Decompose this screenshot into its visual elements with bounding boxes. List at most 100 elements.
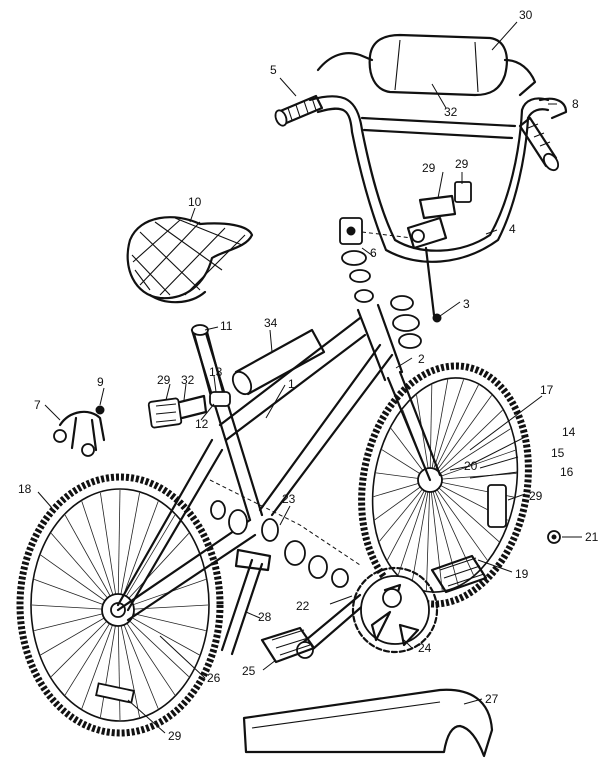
callout-19: 19: [515, 567, 529, 581]
spoke-reflector: [487, 484, 507, 528]
kickstand: [220, 558, 264, 656]
chain-stay: [116, 518, 252, 612]
leader-lines: [37, 21, 582, 734]
crank-arm: [298, 593, 368, 657]
spoke: [411, 479, 431, 586]
callout-labels: 30 5 8 32 29 29 4 10 6 3 11 34 2 1 9 7 2…: [18, 8, 599, 743]
callout-12: 12: [195, 417, 209, 431]
spoke: [429, 379, 449, 481]
callout-20: 20: [464, 459, 478, 473]
spoke: [429, 479, 443, 591]
callout-29-wheel: 29: [168, 729, 182, 743]
callout-32-top: 32: [444, 105, 458, 119]
crossbar: [360, 116, 517, 140]
spoke: [64, 514, 119, 611]
spoke: [379, 479, 431, 542]
spoke: [429, 473, 517, 481]
callout-29-bar: 29: [455, 157, 469, 171]
right-grip: [518, 97, 568, 172]
spoke: [429, 479, 488, 561]
spoke: [117, 609, 140, 718]
bottom-bracket: [209, 479, 361, 588]
callout-30: 29: [422, 161, 436, 175]
spoke: [100, 609, 119, 718]
down-tube: [258, 343, 382, 512]
spoke: [429, 384, 433, 481]
spoke: [81, 501, 119, 611]
handlebar: [308, 95, 550, 263]
callout-25: 25: [242, 664, 256, 678]
front-tire: [358, 362, 532, 608]
spoke: [429, 449, 516, 481]
spoke: [429, 409, 503, 481]
callout-2: 2: [418, 352, 425, 366]
callout-27: 27: [485, 692, 499, 706]
callout-17: 17: [540, 383, 554, 397]
rear-wheel: [16, 473, 224, 737]
spoke: [117, 609, 121, 721]
callout-3: 3: [463, 297, 470, 311]
callout-1: 1: [288, 377, 295, 391]
callout-15: 15: [551, 446, 565, 460]
left-grip: [274, 94, 324, 127]
frame: [116, 303, 442, 622]
left-pedal: [260, 626, 316, 664]
callout-9: 9: [97, 375, 104, 389]
spoke: [387, 479, 431, 560]
brake-cable: [424, 246, 436, 317]
callout-10: 10: [188, 195, 202, 209]
callout-5: 5: [270, 63, 277, 77]
callout-4: 4: [509, 222, 516, 236]
chain-guard: [242, 688, 494, 758]
callout-16: 16: [560, 465, 574, 479]
handlebar-reflector: [454, 181, 472, 203]
callout-34: 34: [264, 316, 278, 330]
spoke: [429, 395, 492, 481]
spoke: [416, 394, 431, 481]
spoke: [397, 479, 431, 575]
spoke: [429, 428, 511, 481]
spoke: [117, 609, 159, 709]
head-tube: [356, 308, 387, 382]
spoke: [117, 533, 190, 611]
callout-32-rear: 32: [181, 373, 195, 387]
callout-11: 11: [220, 319, 233, 333]
rear-reflector: [95, 682, 135, 704]
seat-stay: [116, 438, 214, 607]
callout-18: 18: [18, 482, 32, 496]
callout-29-front: 29: [529, 489, 543, 503]
callout-28: 28: [258, 610, 272, 624]
callout-22: 22: [296, 599, 310, 613]
callout-8: 8: [572, 97, 579, 111]
seat-post: [191, 326, 226, 402]
callout-7: 7: [34, 398, 41, 412]
callout-29-rear: 29: [157, 373, 171, 387]
callout-14: 14: [562, 425, 576, 439]
spoke: [50, 533, 119, 611]
callout-13: 13: [209, 365, 223, 379]
crossbar-pad: [316, 33, 537, 97]
brake-lever-assembly: [406, 181, 472, 323]
headset-stack: [339, 217, 422, 349]
chainring: [351, 566, 439, 654]
right-pedal: [430, 554, 488, 594]
spoke: [117, 492, 140, 611]
callout-26: 26: [207, 671, 221, 685]
spoke: [429, 479, 459, 586]
spoke: [100, 492, 119, 611]
saddle: [126, 216, 254, 304]
spoke: [429, 384, 479, 481]
seat-clamp: [209, 391, 231, 407]
top-tube-pad: [231, 328, 326, 396]
spoke: [117, 489, 121, 611]
callout-23: 23: [282, 492, 296, 506]
callout-24: 24: [418, 641, 432, 655]
spoke: [117, 609, 176, 696]
fork: [386, 376, 432, 482]
spoke: [81, 609, 119, 709]
spoke: [426, 479, 431, 591]
front-brake-caliper: [53, 405, 106, 457]
rear-rim: [30, 488, 210, 722]
callout-6: 6: [370, 246, 377, 260]
spoke: [429, 479, 500, 542]
